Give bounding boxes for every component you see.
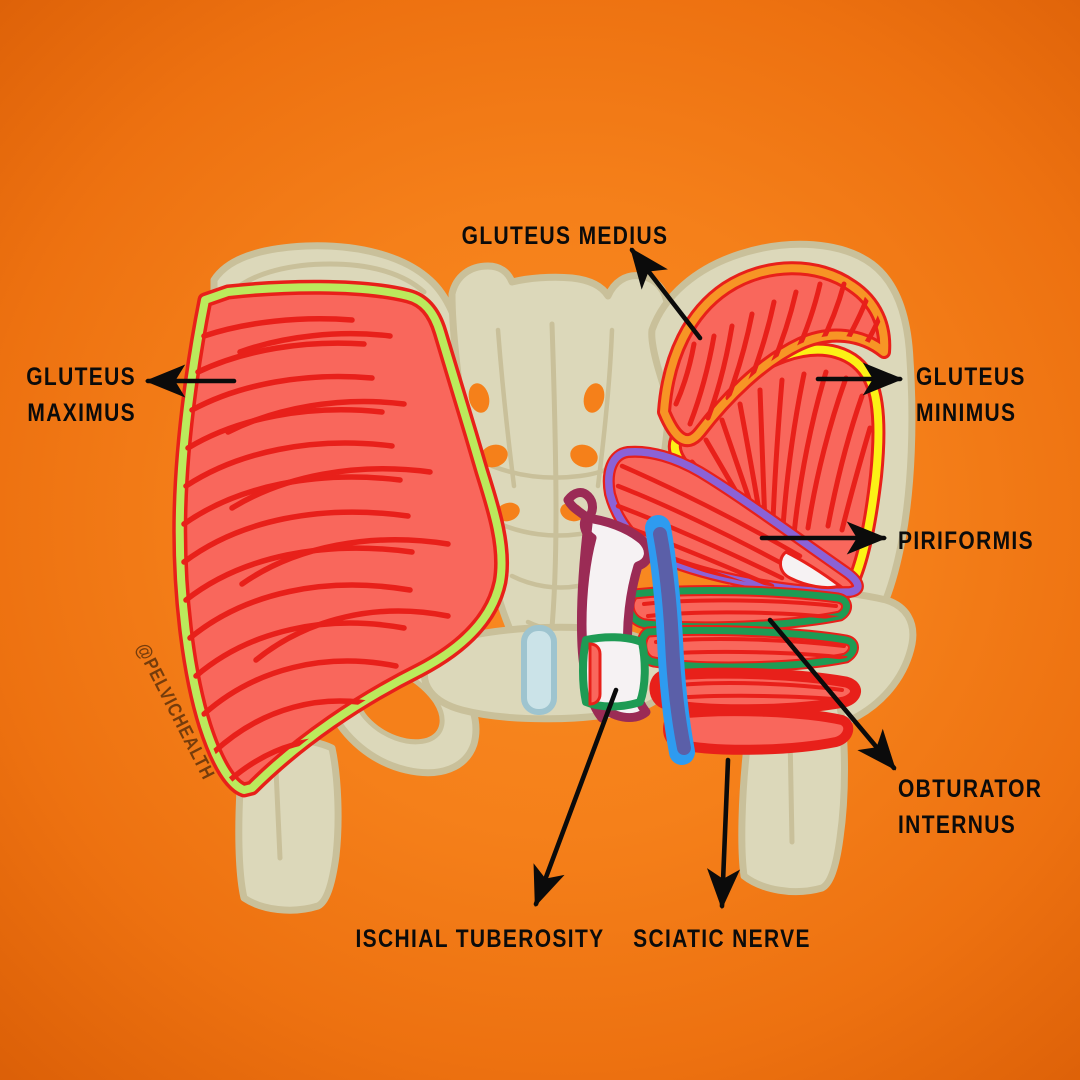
arrow-sciatic-nerve bbox=[706, 757, 741, 910]
sacrum-right-ala-line bbox=[595, 327, 615, 489]
sciatic-nerve bbox=[645, 515, 695, 765]
sacrum-median-crest bbox=[547, 321, 559, 651]
label-ischial-tuberosity: ISCHIAL TUBEROSITY bbox=[355, 925, 605, 953]
ischial-tuberosity-group bbox=[563, 488, 653, 723]
gluteus-medius-outline-highlight bbox=[660, 264, 889, 445]
quadratus-femoris bbox=[663, 706, 854, 755]
sacral-foramen-l2 bbox=[480, 444, 508, 468]
arrow-ischial-tuberosity bbox=[533, 687, 619, 908]
arrow-obturator-internus bbox=[767, 617, 897, 771]
label-sciatic-nerve: SCIATIC NERVE bbox=[633, 925, 811, 953]
leader-lines bbox=[144, 247, 904, 910]
ischial-tuberosity-attachment bbox=[588, 642, 602, 706]
left-ilium-crest-line bbox=[229, 261, 427, 295]
label-gluteus-medius: GLUTEUS MEDIUS bbox=[461, 222, 669, 250]
piriformis-tendon-insertion bbox=[779, 550, 844, 590]
gluteus-maximus-muscle bbox=[172, 279, 510, 798]
gluteus-maximus-outline-highlight bbox=[175, 283, 506, 794]
piriformis-outline-highlight bbox=[605, 447, 862, 596]
left-femur-shaft-line bbox=[273, 767, 283, 861]
label-gluteus-minimus-line1: GLUTEUS bbox=[916, 363, 1026, 391]
label-obturator-internus: OBTURATOR INTERNUS bbox=[898, 772, 1080, 843]
sacral-foramen-l1 bbox=[468, 383, 490, 413]
label-obturator-internus-line2: INTERNUS bbox=[898, 810, 1017, 839]
label-gluteus-maximus-line1: GLUTEUS bbox=[26, 363, 136, 391]
sacral-hook bbox=[563, 488, 597, 523]
label-gluteus-minimus: GLUTEUS MINIMUS bbox=[916, 360, 1080, 431]
sacral-foramen-r1 bbox=[583, 383, 605, 413]
arrow-gluteus-medius bbox=[629, 247, 703, 341]
gluteus-maximus-striations bbox=[181, 316, 451, 783]
pubic-symphysis bbox=[521, 625, 557, 715]
gluteus-medius-muscle bbox=[657, 261, 892, 448]
sacrum-left-ala-line bbox=[495, 327, 517, 489]
obturator-internus-band-1-highlight bbox=[625, 587, 850, 631]
label-gluteus-minimus-line2: MINIMUS bbox=[916, 398, 1017, 427]
sacral-foramen-r2 bbox=[570, 444, 598, 468]
label-gluteus-maximus-line2: MAXIMUS bbox=[27, 398, 136, 427]
label-gluteus-maximus: GLUTEUS MAXIMUS bbox=[0, 360, 136, 431]
sciatic-nerve-core bbox=[653, 527, 691, 755]
label-obturator-internus-line1: OBTURATOR bbox=[898, 775, 1043, 803]
label-piriformis: PIRIFORMIS bbox=[898, 527, 1034, 555]
